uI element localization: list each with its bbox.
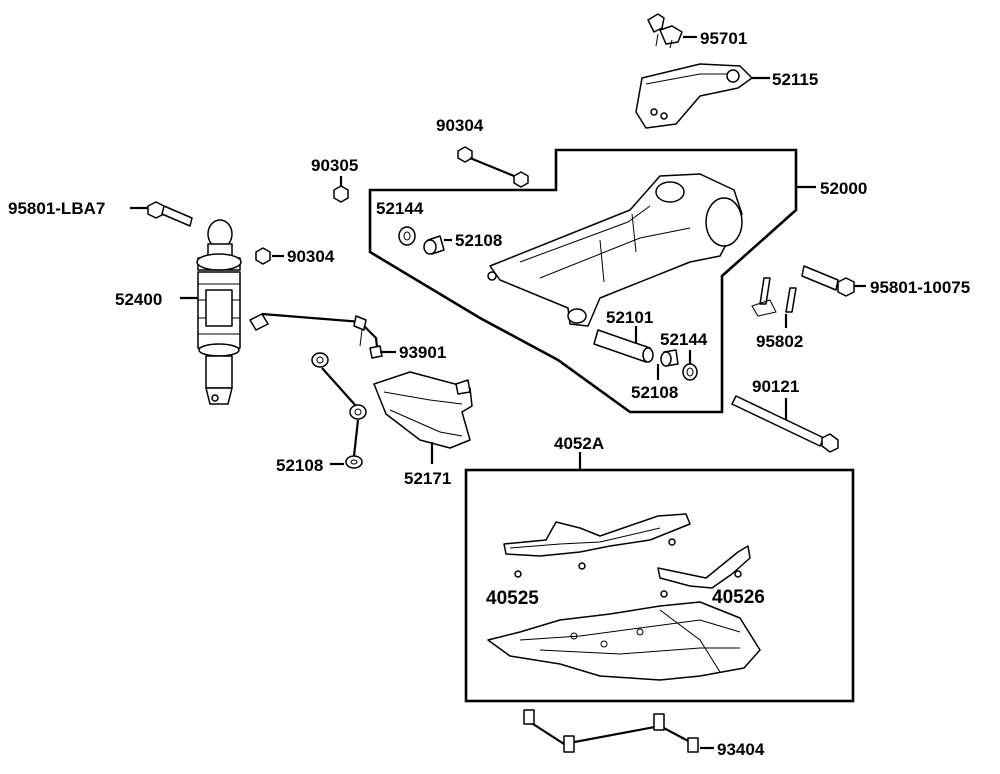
bolts-93404 bbox=[523, 709, 699, 753]
label-52144-a: 52144 bbox=[376, 199, 424, 218]
guard-40526 bbox=[657, 545, 751, 598]
nut-90304-top bbox=[457, 146, 529, 188]
label-52101: 52101 bbox=[606, 308, 653, 327]
label-52115: 52115 bbox=[772, 70, 818, 89]
bracket-52115 bbox=[635, 63, 753, 129]
label-90304-mid: 90304 bbox=[287, 247, 335, 266]
shock-absorber-52400 bbox=[196, 219, 242, 405]
label-4052a: 4052A bbox=[554, 434, 604, 453]
skid-plate bbox=[487, 601, 761, 681]
nut-90305 bbox=[333, 176, 349, 203]
washers-52108-c bbox=[311, 352, 367, 469]
bushing-52144-a bbox=[398, 226, 416, 246]
bushing-52144-b bbox=[682, 363, 698, 381]
group-frame-4052a bbox=[464, 468, 855, 703]
pin-52101 bbox=[593, 329, 654, 363]
label-95801-lba7: 95801-LBA7 bbox=[8, 199, 105, 218]
label-52000: 52000 bbox=[820, 179, 867, 198]
group-frame-52000 bbox=[368, 148, 798, 414]
bracket-52171 bbox=[373, 371, 473, 449]
label-90304-top: 90304 bbox=[436, 116, 484, 135]
bolt-set-95701 bbox=[647, 13, 683, 49]
fastener-93901 bbox=[249, 312, 383, 359]
label-52108-a: 52108 bbox=[455, 231, 502, 250]
label-52400: 52400 bbox=[115, 290, 162, 309]
label-90305: 90305 bbox=[311, 156, 358, 175]
swing-arm-52000 bbox=[487, 173, 743, 327]
label-52108-c: 52108 bbox=[276, 456, 323, 475]
label-52144-b: 52144 bbox=[660, 330, 708, 349]
label-95802: 95802 bbox=[756, 332, 803, 351]
bushing-52108-a bbox=[423, 235, 445, 255]
label-95801-10075: 95801-10075 bbox=[870, 278, 970, 297]
label-95701: 95701 bbox=[700, 29, 747, 48]
label-93404: 93404 bbox=[717, 740, 765, 759]
bolt-95801-10075 bbox=[801, 265, 855, 297]
label-90121: 90121 bbox=[752, 377, 799, 396]
nut-90304-mid bbox=[255, 247, 271, 265]
bolt-90121 bbox=[731, 395, 839, 453]
label-52171: 52171 bbox=[404, 469, 451, 488]
label-40526: 40526 bbox=[712, 587, 765, 608]
label-93901: 93901 bbox=[399, 343, 446, 362]
label-40525: 40525 bbox=[486, 588, 539, 609]
bolt-95801-lba7 bbox=[147, 201, 193, 227]
guard-40525 bbox=[503, 513, 691, 578]
label-52108-b: 52108 bbox=[631, 383, 678, 402]
bushing-52108-b bbox=[660, 349, 679, 367]
bolts-95802 bbox=[751, 277, 797, 317]
